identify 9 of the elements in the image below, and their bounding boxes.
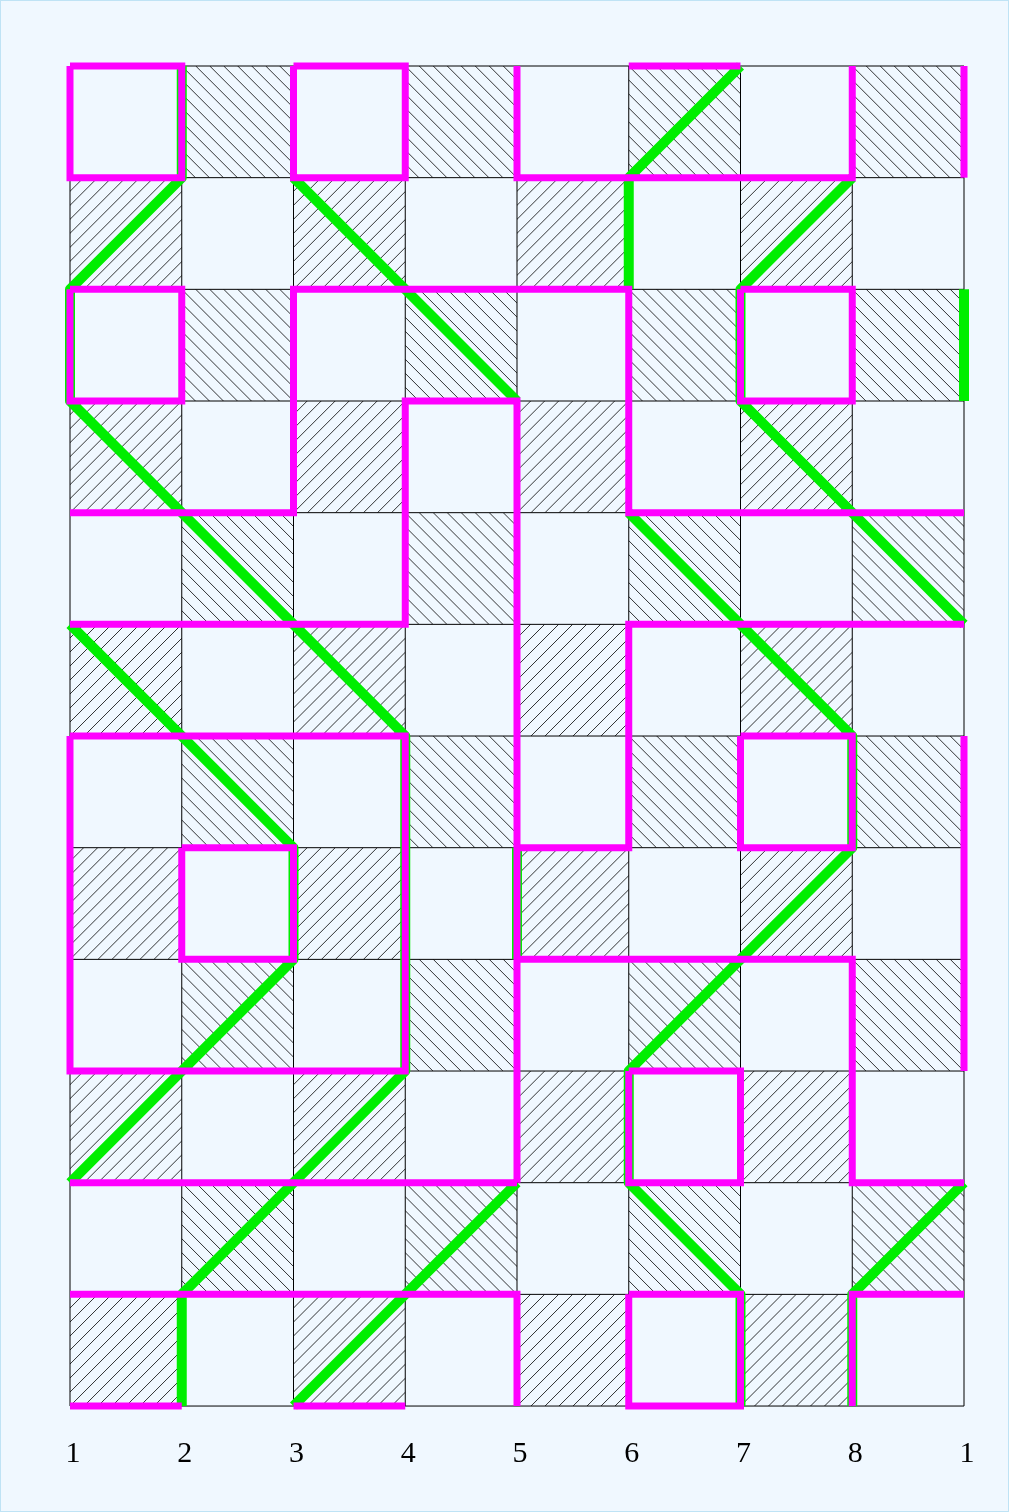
axis-number: 4 (400, 1437, 416, 1467)
axis-number: 1 (65, 1437, 81, 1467)
axis-number: 1 (959, 1437, 975, 1467)
axis-number: 8 (847, 1437, 863, 1467)
axis-number: 3 (289, 1437, 304, 1467)
axis-number: 5 (512, 1437, 528, 1467)
axis-number: 2 (177, 1437, 193, 1467)
axis-number: 6 (624, 1437, 640, 1467)
axis-number: 7 (736, 1437, 751, 1467)
